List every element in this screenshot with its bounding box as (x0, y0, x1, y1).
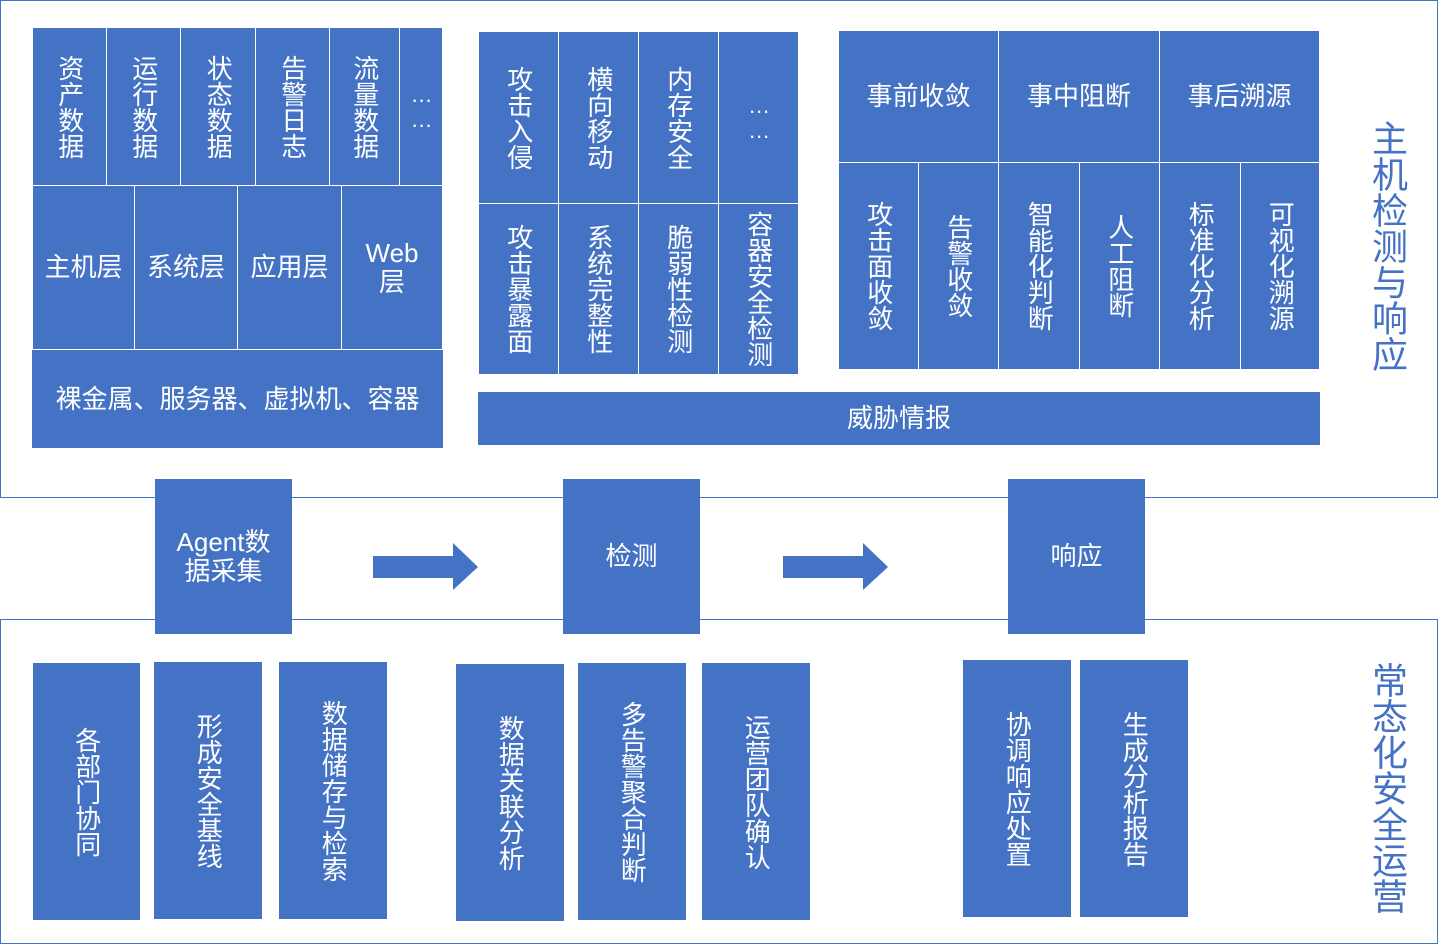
layer-cell: 系统层 (134, 185, 238, 350)
ops-item-cell: 协调响应处置 (963, 660, 1071, 917)
detection-cell: 容器安全检测 (718, 203, 799, 375)
response-item-cell: 标准化分析 (1159, 162, 1241, 370)
detection-cell: 攻击暴露面 (478, 203, 559, 375)
response-item-cell: 人工阻断 (1079, 162, 1160, 370)
response-item-cell: 告警收敛 (918, 162, 999, 370)
arrow-right-icon (373, 543, 478, 590)
ops-item-cell: 运营团队确认 (702, 663, 810, 920)
data-source-cell: 状态数据 (180, 27, 256, 186)
ops-item-cell: 数据关联分析 (456, 664, 564, 921)
data-source-cell: …… (399, 27, 443, 186)
flow-step-respond: 响应 (1008, 479, 1145, 634)
data-source-cell: 告警日志 (255, 27, 330, 186)
response-item-cell: 可视化溯源 (1240, 162, 1320, 370)
detection-cell: 脆弱性检测 (638, 203, 719, 375)
data-source-cell: 流量数据 (329, 27, 400, 186)
ops-item-cell: 形成安全基线 (154, 662, 262, 919)
data-source-cell: 资产数据 (32, 27, 107, 186)
response-item-cell: 攻击面收敛 (838, 162, 919, 370)
detection-cell: 内存安全 (638, 31, 719, 204)
arrow-right-icon (783, 543, 888, 590)
bottom-section-title: 常态化安全运营 (1367, 662, 1408, 914)
threat-intel-bar: 威胁情报 (478, 392, 1320, 445)
detection-cell: 攻击入侵 (478, 31, 559, 204)
layer-cell: 应用层 (237, 185, 342, 350)
response-item-cell: 智能化判断 (998, 162, 1080, 370)
flow-step-agent: Agent数据采集 (155, 479, 292, 634)
ops-item-cell: 数据储存与检索 (279, 662, 387, 919)
layer-cell: Web层 (341, 185, 443, 350)
response-header-cell: 事中阻断 (998, 30, 1160, 163)
response-header-cell: 事后溯源 (1159, 30, 1320, 163)
detection-cell: 横向移动 (558, 31, 639, 204)
flow-step-detect: 检测 (563, 479, 700, 634)
data-source-cell: 运行数据 (106, 27, 181, 186)
response-header-cell: 事前收敛 (838, 30, 999, 163)
detection-cell: 系统完整性 (558, 203, 639, 375)
ops-item-cell: 生成分析报告 (1080, 660, 1188, 917)
infrastructure-bar: 裸金属、服务器、虚拟机、容器 (32, 350, 443, 448)
layer-cell: 主机层 (32, 185, 135, 350)
ops-item-cell: 多告警聚合判断 (578, 663, 686, 920)
detection-cell: …… (718, 31, 799, 204)
ops-item-cell: 各部门协同 (33, 663, 140, 920)
top-section-title: 主机检测与响应 (1367, 120, 1408, 372)
